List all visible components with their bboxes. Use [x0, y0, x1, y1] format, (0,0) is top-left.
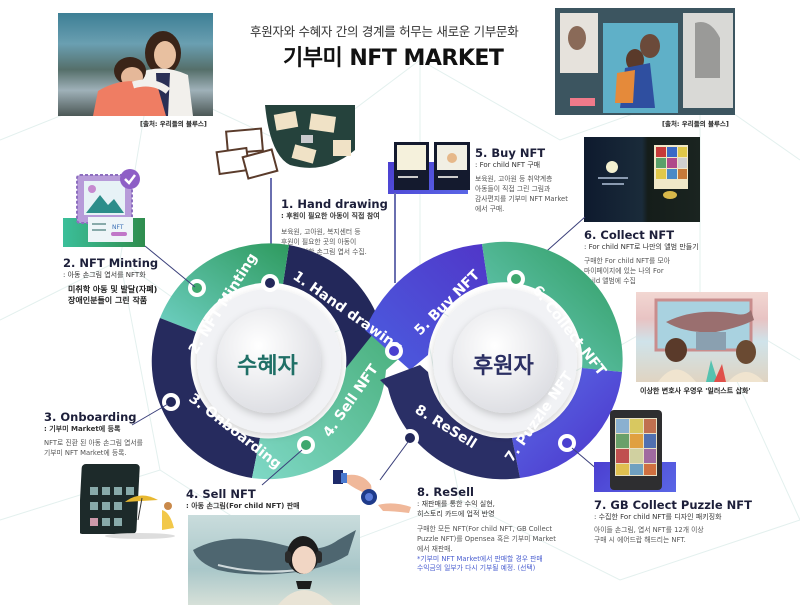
step-title: 1. Hand drawing: [281, 197, 388, 211]
step-title: 3. Onboarding: [44, 410, 137, 424]
hand-drawing-image: [215, 105, 355, 185]
step-description: 구매한 모든 NFT(For child NFT, GB Collect Puz…: [417, 525, 556, 553]
step-title: 7. GB Collect Puzzle NFT: [594, 498, 752, 512]
page-subtitle: 후원자와 수혜자 간의 경계를 허무는 새로운 기부문화: [250, 24, 519, 39]
collect-nft-album-image: [584, 137, 700, 222]
step-description: 구매한 For child NFT를 모아 마이페이지에 있는 나의 For c…: [584, 257, 670, 285]
step-subtitle: : 아동 손그림 엽서를 NFT화: [63, 271, 146, 279]
step-title: 8. ReSell: [417, 485, 474, 499]
ring-segment-hand-drawing: [283, 245, 387, 370]
step-collect-nft: 6. Collect NFT : For child NFT로 나만의 앨범 만…: [584, 228, 699, 287]
step-buy-nft: 5. Buy NFT : For child NFT 구매 보육원, 고아원 등…: [475, 146, 568, 214]
puzzle-device-icon: [610, 410, 662, 490]
puzzle-nft-device-image: [610, 410, 662, 490]
drama-photo-drawings: [555, 8, 735, 115]
whale-girl-icon: [193, 530, 356, 605]
hub-label-sponsor: 후원자: [473, 354, 534, 379]
step-description: NFT로 진환 된 아동 손그림 엽서를 기부미 NFT Market에 등록.: [44, 439, 143, 457]
step-description: 미취학 아동 및 발달(자폐) 장애인분들이 그린 작품: [68, 285, 158, 306]
step-title: 5. Buy NFT: [475, 146, 546, 160]
ring-segment-nft-minting: [160, 243, 289, 332]
connector-line-step1: [270, 178, 272, 273]
album-icon: [598, 145, 688, 199]
ring-segment-sell-nft: [252, 300, 420, 480]
step-description: 보육원, 고아원, 복지센터 등 후원이 필요한 곳의 아동이 직접 참여한 손…: [281, 228, 367, 256]
whale-illustration: [636, 292, 768, 382]
step-subtitle: : 수집한 For child NFT를 디자인 패키징화: [594, 513, 722, 521]
tablet-umbrella-icon: [78, 464, 175, 539]
nft-cards-icon: [394, 142, 470, 190]
step-subtitle: : For child NFT로 나만의 앨범 만들기: [584, 243, 699, 251]
ring-segment-puzzle-nft: [512, 368, 622, 478]
step-description: 아이들 손그림, 엽서 NFT를 12개 이상 구매 시 에어드랍 해드리는 N…: [594, 526, 704, 544]
ring-segment-resell: [380, 365, 520, 480]
step-puzzle-nft: 7. GB Collect Puzzle NFT : 수집한 For child…: [594, 498, 752, 546]
hub-label-recipient: 수혜자: [237, 354, 298, 379]
wall-drawings-icon: [555, 8, 735, 115]
hub-recipient: [217, 309, 321, 413]
nft-tag: NFT: [112, 224, 124, 231]
ring-segment-buy-nft: [365, 244, 488, 370]
step-subtitle: : 재판매를 통한 수익 실현, 히스토리 카드에 업적 반영: [417, 500, 495, 518]
infinity-loop-diagram: 1. Hand drawing 2. NFT Minting 3. Onboar…: [151, 241, 623, 480]
resell-hands-icon: [333, 465, 423, 515]
whale-girl-illustration: [188, 515, 360, 605]
node-dots: [162, 270, 576, 454]
hands-drawing-icon: [215, 105, 355, 180]
step-description: 보육원, 고아원 등 취약계층 아동들이 직접 그린 그림과 감사편지를 기부미…: [475, 175, 568, 213]
nft-minting-icon: NFT: [72, 167, 147, 247]
whale-window-icon: [654, 298, 764, 382]
ring-segment-onboarding: [151, 318, 260, 478]
buy-nft-cards-image: [392, 140, 472, 192]
step-nft-minting: 2. NFT Minting : 아동 손그림 엽서를 NFT화 미취학 아동 …: [63, 256, 158, 306]
step-resell: 8. ReSell : 재판매를 통한 수익 실현, 히스토리 카드에 업적 반…: [417, 485, 556, 574]
photo-caption-top-left: [출처: 우리들의 블루스]: [140, 120, 207, 128]
drama-photo-hug: [58, 13, 213, 116]
step-subtitle: : 아동 손그림(For child NFT) 판매: [186, 502, 300, 510]
step-note: *기부미 NFT Market에서 판매할 경우 판매 수익금의 일부가 다시 …: [417, 554, 543, 573]
step-title: 2. NFT Minting: [63, 256, 159, 270]
step-title: 6. Collect NFT: [584, 228, 675, 242]
step-onboarding: 3. Onboarding : 기부미 Market에 등록 NFT로 진환 된…: [44, 410, 143, 459]
step-subtitle: : 후원이 필요한 아동이 직접 참여: [281, 212, 380, 220]
step-title: 4. Sell NFT: [186, 487, 256, 501]
connector-line-step5: [394, 193, 396, 283]
hub-sponsor: [453, 309, 557, 413]
onboarding-tablet-image: [78, 462, 180, 542]
step-subtitle: : 기부미 Market에 등록: [44, 425, 121, 433]
step-hand-drawing: 1. Hand drawing : 후원이 필요한 아동이 직접 참여 보육원,…: [281, 197, 388, 258]
photo-caption-right-mid: 이상한 변호사 우영우 '일러스트 삽화': [640, 387, 751, 395]
hug-illustration-icon: [93, 31, 193, 116]
photo-caption-top-right: [출처: 우리들의 블루스]: [662, 120, 729, 128]
step-subtitle: : For child NFT 구매: [475, 161, 541, 169]
step-sell-nft: 4. Sell NFT : 아동 손그림(For child NFT) 판매: [186, 487, 300, 511]
page-title: 기부미 NFT MARKET: [283, 46, 504, 71]
